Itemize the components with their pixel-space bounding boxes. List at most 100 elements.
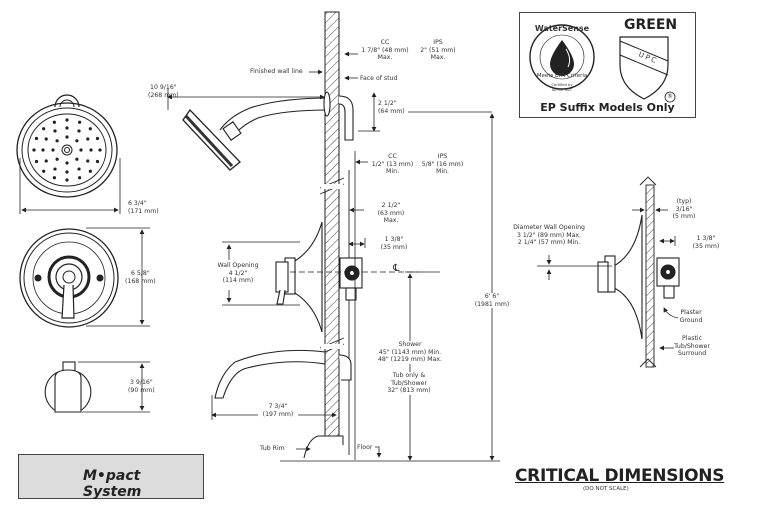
showerhead-side-view bbox=[182, 91, 354, 171]
spout-height-label: 3 9/16" (90 mm) bbox=[128, 379, 155, 394]
finished-wall-line-label: Finished wall line bbox=[250, 68, 303, 75]
spray-nozzle bbox=[75, 139, 79, 143]
tub-heading-2: Tub/Shower bbox=[391, 379, 427, 387]
registered-mark: ® bbox=[667, 93, 673, 100]
detail-section-view bbox=[537, 176, 680, 368]
spray-nozzle bbox=[42, 127, 46, 131]
surround-line2: Tub/Shower bbox=[674, 342, 710, 350]
watersense-title: WaterSense bbox=[534, 24, 590, 33]
tub-height-label: Tub only & Tub/Shower 32" (813 mm) bbox=[383, 372, 435, 395]
dim-inch: 3 9/16" bbox=[130, 379, 153, 386]
plaster-ground-line1: Plaster bbox=[680, 309, 702, 316]
wall-section bbox=[303, 11, 345, 459]
spray-nozzle bbox=[65, 178, 69, 182]
showerhead-width-dimension bbox=[19, 158, 121, 214]
shower-min: 45" (1143 mm) Min. bbox=[378, 348, 442, 356]
cc-value: 1 7/8" (48 mm) bbox=[361, 46, 409, 54]
dim-inch: 10 9/16" bbox=[150, 84, 177, 91]
certified-by: Certified by bbox=[551, 83, 573, 87]
spray-nozzle bbox=[55, 157, 59, 161]
typ-note: (typ) bbox=[676, 198, 692, 205]
shower-heading: Shower bbox=[398, 341, 422, 348]
tub-value: 32" (813 mm) bbox=[387, 387, 431, 395]
mpact-system-badge: M•pact System bbox=[18, 454, 204, 500]
tub-rim-label: Tub Rim bbox=[260, 445, 285, 452]
cc-heading: CC bbox=[380, 39, 390, 46]
spray-nozzle bbox=[65, 126, 69, 130]
dim-mm: (90 mm) bbox=[128, 386, 155, 394]
dim-inch: 2 1/2" bbox=[378, 100, 397, 107]
dim-inch: 4 1/2" bbox=[228, 269, 248, 277]
overall-height-label: 6' 6" (1981 mm) bbox=[471, 293, 513, 309]
page-title: CRITICAL DIMENSIONS bbox=[515, 466, 725, 486]
ep-suffix-note: EP Suffix Models Only bbox=[540, 101, 675, 114]
showerhead-front-view bbox=[16, 94, 118, 198]
dim-mm: (268 mm) bbox=[148, 91, 179, 99]
dim-mm: (114 mm) bbox=[222, 277, 254, 285]
green-heading: GREEN bbox=[624, 17, 678, 33]
dim-mm: (168 mm) bbox=[125, 277, 156, 285]
spray-nozzle bbox=[52, 176, 56, 180]
ips-value: 5/8" (16 mm) bbox=[421, 160, 464, 168]
spray-nozzle bbox=[95, 136, 100, 141]
spray-nozzle bbox=[77, 129, 81, 133]
dim-qualifier: Max. bbox=[383, 217, 399, 225]
dim-mm: (171 mm) bbox=[128, 207, 159, 215]
cc-value: 1/2" (13 mm) bbox=[371, 160, 414, 168]
top-ips-label: IPS 2" (51 mm) Max. bbox=[418, 39, 458, 62]
plaster-ground-line2: Ground bbox=[679, 316, 703, 324]
spout-front-view bbox=[44, 361, 92, 413]
watersense-logo-icon bbox=[529, 24, 595, 90]
dim-mm: (1981 mm) bbox=[474, 300, 510, 308]
floor-label: Floor bbox=[357, 444, 373, 451]
spray-nozzle bbox=[44, 159, 48, 163]
spray-nozzle bbox=[98, 148, 102, 152]
showerhead-width-label: 6 3/4" (171 mm) bbox=[128, 200, 159, 215]
valve-trim-side-view bbox=[275, 221, 363, 333]
ips-heading: IPS bbox=[433, 39, 443, 46]
dim-mm: (63 mm) bbox=[377, 209, 405, 217]
spray-nozzle bbox=[77, 167, 81, 171]
shower-height-label: Shower 45" (1143 mm) Min. 48" (1219 mm) … bbox=[375, 341, 445, 364]
dim-inch: 6 5/8" bbox=[130, 270, 150, 277]
ips-qualifier: Min. bbox=[436, 168, 449, 176]
brand-name: M•pact System bbox=[83, 468, 142, 500]
dim-inch: 1 3/8" bbox=[384, 236, 404, 243]
watersense-certifier: Certified by IAPMO R&T bbox=[547, 83, 577, 92]
spray-nozzle bbox=[95, 159, 100, 164]
ips-value: 2" (51 mm) bbox=[420, 46, 456, 54]
spray-nozzle bbox=[78, 176, 82, 180]
spray-nozzle bbox=[55, 139, 59, 143]
certification-box: WaterSense Meets EPA Criteria Certified … bbox=[519, 12, 696, 118]
dim-mm: (35 mm) bbox=[692, 242, 720, 250]
dim-inch: 7 3/4" bbox=[268, 403, 288, 410]
diameter-max: 3 1/2" (89 mm) Max. bbox=[516, 231, 582, 239]
ips-qualifier: Max. bbox=[430, 54, 446, 62]
trim-height-dimension bbox=[86, 227, 150, 327]
spray-nozzle bbox=[44, 137, 48, 141]
spray-nozzle bbox=[41, 148, 45, 152]
spray-nozzle bbox=[42, 169, 46, 173]
spray-nozzle bbox=[89, 148, 93, 152]
spray-nozzle bbox=[53, 167, 57, 171]
spray-nozzle bbox=[51, 148, 55, 152]
face-of-stud-label: Face of stud bbox=[360, 75, 398, 82]
spray-nozzle bbox=[88, 169, 92, 173]
cc-qualifier: Max. bbox=[377, 54, 393, 62]
spray-nozzle bbox=[65, 161, 69, 165]
shower-max: 48" (1219 mm) Max. bbox=[377, 356, 442, 364]
spray-nozzle bbox=[65, 170, 69, 174]
mid-ips-label: IPS 5/8" (16 mm) Min. bbox=[420, 153, 465, 176]
spray-nozzle bbox=[86, 137, 90, 141]
upc-shield-icon bbox=[619, 36, 676, 103]
wall-opening-heading: Wall Opening bbox=[217, 262, 259, 269]
dim-mm: (197 mm) bbox=[262, 410, 294, 418]
dim-mm: (5 mm) bbox=[672, 213, 696, 221]
dim-inch: 1 3/8" bbox=[696, 235, 716, 242]
spout-reach-label: 7 3/4" (197 mm) bbox=[258, 403, 298, 419]
spray-nozzle bbox=[88, 127, 92, 131]
spout-height-dimension bbox=[78, 361, 150, 413]
dim-inch: 3/16" bbox=[675, 205, 693, 213]
certifier-org: IAPMO R&T bbox=[551, 87, 573, 92]
spray-nozzle bbox=[86, 159, 90, 163]
